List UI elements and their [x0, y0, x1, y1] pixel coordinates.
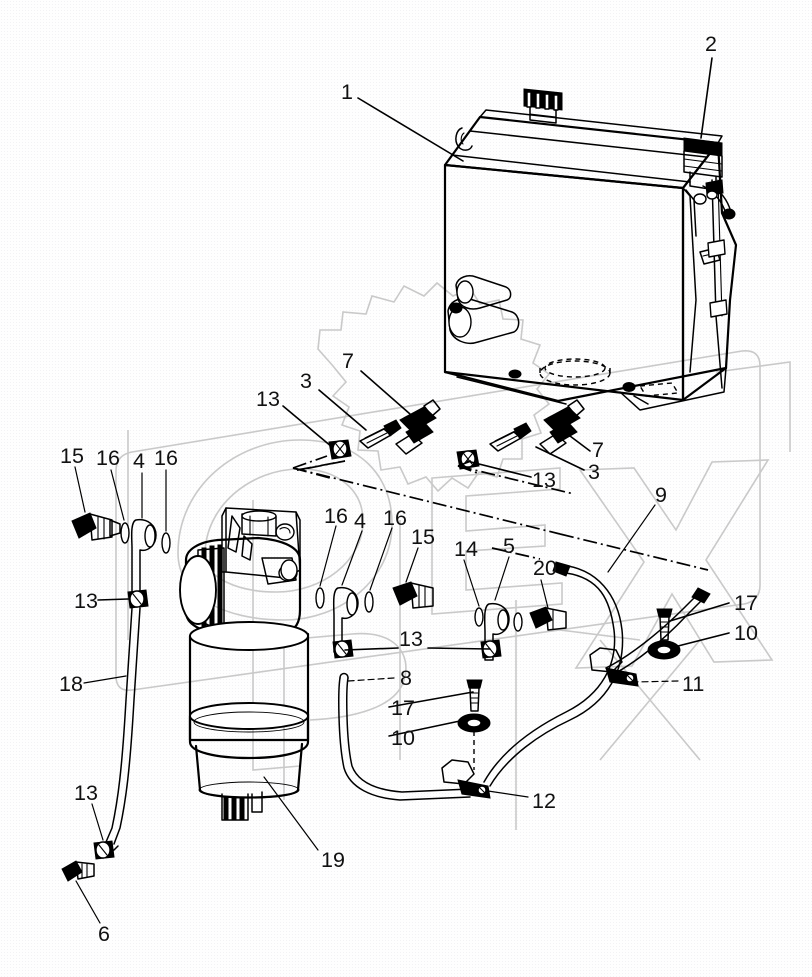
callout-14: 14: [454, 537, 478, 561]
fuel-tank: [443, 109, 738, 411]
callout-17a: 17: [391, 696, 415, 720]
part-17-bolt-a: [466, 679, 483, 712]
callout-15b: 15: [411, 525, 435, 549]
callout-11: 11: [682, 672, 705, 696]
part-6-drain-plug: [61, 860, 95, 882]
callout-16d: 16: [383, 506, 407, 530]
callout-18: 18: [59, 672, 83, 696]
part-5-banjo-fitting: [483, 602, 510, 661]
tank-breather-cap: [523, 88, 563, 124]
part-12-hose-clamp: [441, 759, 491, 799]
callout-8: 8: [400, 666, 412, 690]
tank-mount-rods: [685, 183, 736, 237]
part-17-bolt-b: [656, 608, 673, 641]
fitting-group-upper-left: [328, 399, 441, 460]
callout-3b: 3: [588, 460, 600, 484]
callout-12: 12: [532, 789, 556, 813]
callout-13a: 13: [256, 387, 280, 411]
fuel-tank-filler-cap: [683, 137, 723, 191]
assembly-centerlines: [292, 455, 709, 571]
part-3-hollow-bolt-a: [359, 419, 402, 449]
part-7-elbow-a: [395, 399, 441, 455]
part-13-nut-c: [127, 589, 149, 609]
part-9-suction-hose: [483, 561, 624, 787]
callout-4a: 4: [133, 449, 145, 473]
watermark-gear-icon: [115, 281, 791, 692]
tank-outlet-pipes: [447, 275, 520, 344]
part-20-plug-fitting: [529, 606, 567, 631]
callout-16b: 16: [154, 446, 178, 470]
part-11-clamp-bracket: [589, 647, 639, 687]
callout-20: 20: [533, 556, 557, 580]
callout-6: 6: [98, 922, 110, 946]
part-15-connector-b: [392, 581, 434, 609]
part-15-connector-a: [71, 512, 121, 541]
part-4-banjo-b: [332, 586, 359, 653]
part-16-washer-c: [315, 587, 325, 609]
part-14-o-ring: [474, 607, 484, 627]
part-4-banjo-a: [130, 518, 157, 601]
callout-15a: 15: [60, 444, 84, 468]
callout-5: 5: [503, 534, 515, 558]
callout-7a: 7: [342, 349, 354, 373]
part-16-washer-b: [161, 532, 171, 554]
part-13-nut-d: [93, 840, 115, 860]
callout-13d: 13: [74, 781, 98, 805]
callout-7b: 7: [592, 438, 604, 462]
part-7-elbow-b: [539, 399, 585, 455]
part-16-washer-a: [120, 522, 130, 544]
callout-19: 19: [321, 848, 345, 872]
part-13-nut-e: [332, 639, 354, 659]
callout-3a: 3: [300, 369, 312, 393]
callout-13b: 13: [532, 468, 556, 492]
callout-2: 2: [705, 32, 717, 56]
callout-16c: 16: [324, 504, 348, 528]
callout-10a: 10: [391, 726, 415, 750]
part-8-return-pipe: [338, 672, 471, 801]
part-10-washer-a: [457, 713, 491, 733]
fitting-group-center: [315, 581, 567, 661]
part-13-nut-f: [480, 639, 502, 659]
callout-16a: 16: [96, 446, 120, 470]
callout-4b: 4: [354, 509, 366, 533]
callout-9: 9: [655, 483, 667, 507]
part-10-washer-b: [647, 640, 681, 660]
callout-10b: 10: [734, 621, 758, 645]
callout-1: 1: [341, 80, 353, 104]
callout-13e: 13: [399, 627, 423, 651]
part-16-washer-d: [364, 591, 374, 613]
part-13-nut-a: [328, 439, 352, 460]
fitting-group-upper-right: [456, 399, 585, 470]
leader-lines: [74, 57, 730, 924]
callout-17b: 17: [734, 591, 758, 615]
callout-13c: 13: [74, 589, 98, 613]
part-19-fuel-filter-assembly: [179, 507, 310, 821]
part-18-fuel-line: [104, 607, 141, 852]
part-3-hollow-bolt-b: [489, 422, 532, 452]
fitting-group-left-inlet: [71, 512, 171, 609]
